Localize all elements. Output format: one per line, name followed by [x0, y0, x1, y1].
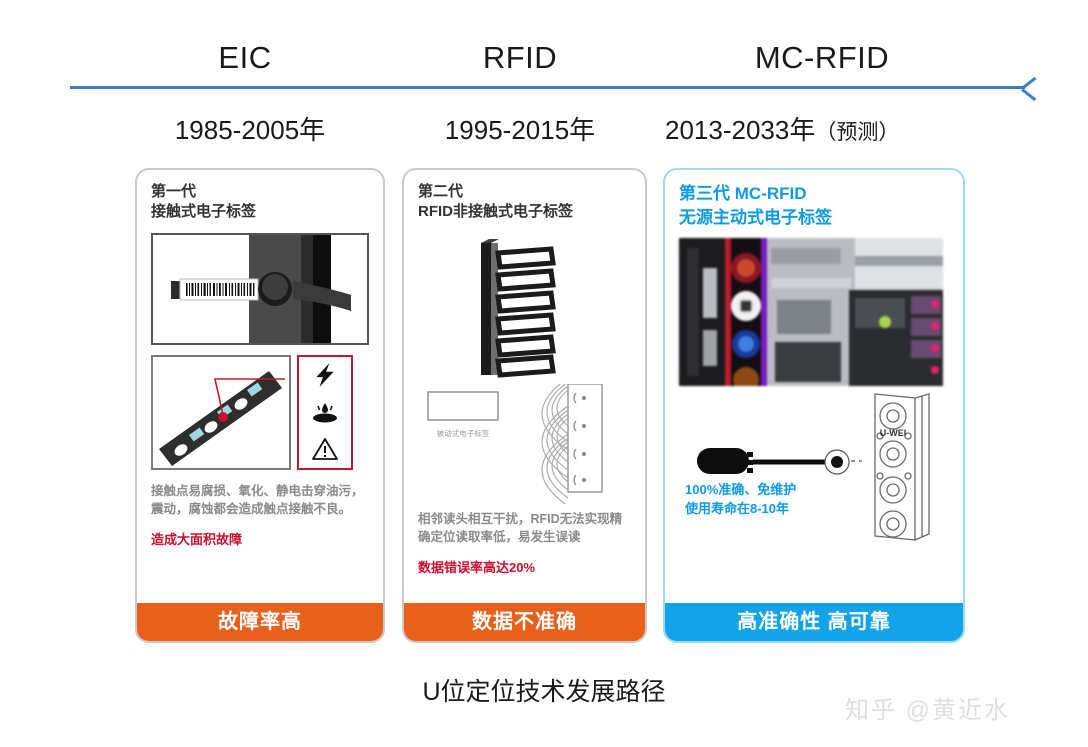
year-label-1: 1985-2005年 — [174, 115, 326, 145]
card-3-title-line1: 第三代 MC-RFID — [679, 184, 807, 203]
generation-card-2[interactable]: 第二代 RFID非接触式电子标签 — [402, 168, 647, 643]
slide-caption: U位定位技术发展路径 — [422, 678, 666, 706]
year-label-2: 1995-2015年 — [444, 115, 596, 145]
watermark: 知乎 @黄近水 — [845, 697, 1011, 724]
card-3-title: 第三代 MC-RFID 无源主动式电子标签 — [679, 182, 949, 230]
year-value-3: 2013-2033年 — [665, 115, 816, 145]
era-label-3: MC-RFID — [754, 40, 890, 75]
card-1-title-line1: 第一代 — [151, 183, 197, 200]
card-1-footer: 故障率高 — [137, 603, 383, 641]
card-2-interference-illustration: 被动式电子标签 — [418, 383, 631, 504]
warning-triangle-icon — [312, 438, 338, 460]
device-brand-label: U-WEI — [880, 428, 907, 438]
card-1-highlight: 造成大面积故障 — [151, 532, 243, 547]
card-1-description: 接触点易腐损、氧化、静电击穿油污，震动，腐蚀都会造成触点接触不良。 — [151, 483, 364, 517]
generation-card-3[interactable]: 第三代 MC-RFID 无源主动式电子标签 — [663, 168, 965, 643]
card-2-title-line2: RFID非接触式电子标签 — [418, 203, 573, 221]
era-label-2: RFID — [482, 40, 558, 75]
card-3-title-line2: 无源主动式电子标签 — [679, 207, 832, 227]
corrosion-drop-icon — [313, 403, 337, 423]
card-2-antenna-rail-illustration — [418, 237, 631, 382]
card-3-description-line1: 100%准确、免维护 — [685, 481, 797, 497]
lightning-bolt-icon — [316, 363, 334, 387]
svg-text:被动式电子标签: 被动式电子标签 — [437, 428, 490, 438]
card-3-body: 第三代 MC-RFID 无源主动式电子标签 — [665, 170, 963, 603]
card-1-photo-group — [151, 354, 369, 470]
card-1-body: 第一代 接触式电子标签 — [137, 170, 383, 603]
card-1-warning-icons-box — [297, 354, 353, 470]
year-label-3: 2013-2033年（预测） — [665, 110, 985, 147]
card-3-description-line2: 使用寿命在8-10年 — [685, 501, 790, 517]
timeline-arrow-head-icon — [1020, 76, 1044, 100]
card-2-highlight: 数据错误率高达20% — [418, 560, 536, 575]
card-3-photo-server-rack — [679, 237, 943, 386]
generation-card-1[interactable]: 第一代 接触式电子标签 — [135, 168, 385, 643]
timeline-arrow-line — [70, 86, 1025, 89]
card-1-photo-damaged-strip — [151, 354, 291, 470]
card-2-body: 第二代 RFID非接触式电子标签 — [404, 170, 645, 603]
card-1-title-line2: 接触式电子标签 — [151, 203, 257, 221]
card-2-description: 相邻读头相互干扰，RFID无法实现精确定位读取率低，易发生误读 — [418, 511, 623, 545]
card-3-footer: 高准确性 高可靠 — [665, 603, 963, 641]
card-1-photo-contact-tag — [151, 232, 369, 345]
card-2-title: 第二代 RFID非接触式电子标签 — [418, 182, 631, 223]
card-2-title-line1: 第二代 — [418, 183, 464, 200]
card-2-footer: 数据不准确 — [404, 603, 645, 641]
card-3-tag-device-illustration: U-WEI 100%准确、免维护 使用寿命在8-10年 — [679, 392, 949, 542]
card-1-title: 第一代 接触式电子标签 — [151, 182, 369, 223]
year-note-3: （预测） — [815, 121, 900, 144]
era-label-1: EIC — [218, 40, 272, 75]
card-3-description: 100%准确、免维护 使用寿命在8-10年 — [685, 480, 865, 519]
